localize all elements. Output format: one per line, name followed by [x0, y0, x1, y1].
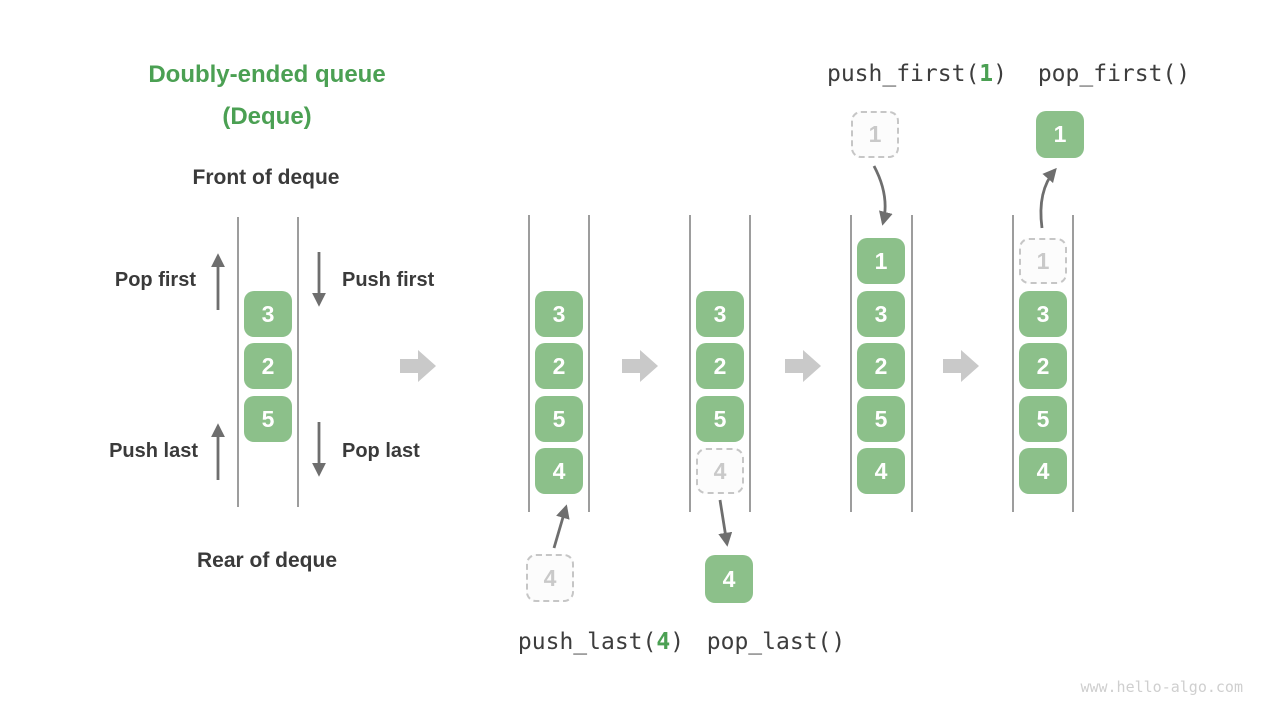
diagram-title-line1: Doubly-ended queue: [148, 61, 386, 88]
push-last-op-label: push_last(4): [518, 629, 684, 655]
pop-first-op-label: pop_first(): [1037, 61, 1191, 87]
operation-arrows: [211, 165, 1057, 549]
pop-last-remove-arrow-icon: [718, 499, 733, 547]
right-block-arrow-icon: [785, 350, 821, 382]
push-first-label: Push first: [342, 269, 435, 291]
q4-cell-3: 3: [857, 291, 905, 337]
q5-ghost-cell-1: 1: [1019, 238, 1067, 284]
op-text: push_first(: [826, 61, 980, 87]
q2-cell-5: 5: [535, 396, 583, 442]
q4-cell-1: 1: [857, 238, 905, 284]
pop-last-op-label: pop_last(): [706, 629, 846, 655]
q2-cell-4: 4: [535, 448, 583, 494]
q5-cell-2: 2: [1019, 343, 1067, 389]
q1-cell-2: 2: [244, 343, 292, 389]
q4-cell-4: 4: [857, 448, 905, 494]
q1-cell-3: 3: [244, 291, 292, 337]
q3-cell-5: 5: [696, 396, 744, 442]
q1-cell-5: 5: [244, 396, 292, 442]
pop-last-label: Pop last: [342, 440, 420, 462]
q5-cell-4: 4: [1019, 448, 1067, 494]
q5-cell-3: 3: [1019, 291, 1067, 337]
q2-staged-cell-4: 4: [526, 554, 574, 602]
q4-cell-5: 5: [857, 396, 905, 442]
right-block-arrow-icon: [943, 350, 979, 382]
push-first-op-label: push_first(1): [827, 61, 1007, 87]
q5-popped-cell-1: 1: [1036, 111, 1084, 158]
op-text: ): [993, 61, 1008, 87]
pop-first-label: Pop first: [114, 269, 196, 291]
q3-cell-2: 2: [696, 343, 744, 389]
op-arg: 1: [979, 61, 994, 87]
q2-cell-3: 3: [535, 291, 583, 337]
push-last-insert-arrow-icon: [552, 504, 570, 549]
right-block-arrow-icon: [400, 350, 436, 382]
push-last-label: Push last: [109, 440, 198, 462]
q4-staged-cell-1: 1: [851, 111, 899, 158]
front-of-deque-label: Front of deque: [192, 166, 340, 189]
diagram-title-line2: (Deque): [222, 103, 312, 130]
right-block-arrow-icon: [622, 350, 658, 382]
step-arrows: [400, 350, 979, 382]
op-text: push_last(: [517, 629, 657, 655]
q5-cell-5: 5: [1019, 396, 1067, 442]
q3-ghost-cell-4: 4: [696, 448, 744, 494]
queue-channel-walls: [237, 215, 1074, 512]
push-first-insert-arrow-icon: [872, 165, 893, 226]
q3-cell-3: 3: [696, 291, 744, 337]
q2-cell-2: 2: [535, 343, 583, 389]
rear-of-deque-label: Rear of deque: [196, 549, 338, 572]
op-text: ): [670, 629, 685, 655]
watermark: www.hello-algo.com: [1080, 678, 1243, 696]
q4-cell-2: 2: [857, 343, 905, 389]
pop-first-remove-arrow-icon: [1039, 167, 1057, 229]
q3-popped-cell-4: 4: [705, 555, 753, 603]
op-arg: 4: [656, 629, 671, 655]
